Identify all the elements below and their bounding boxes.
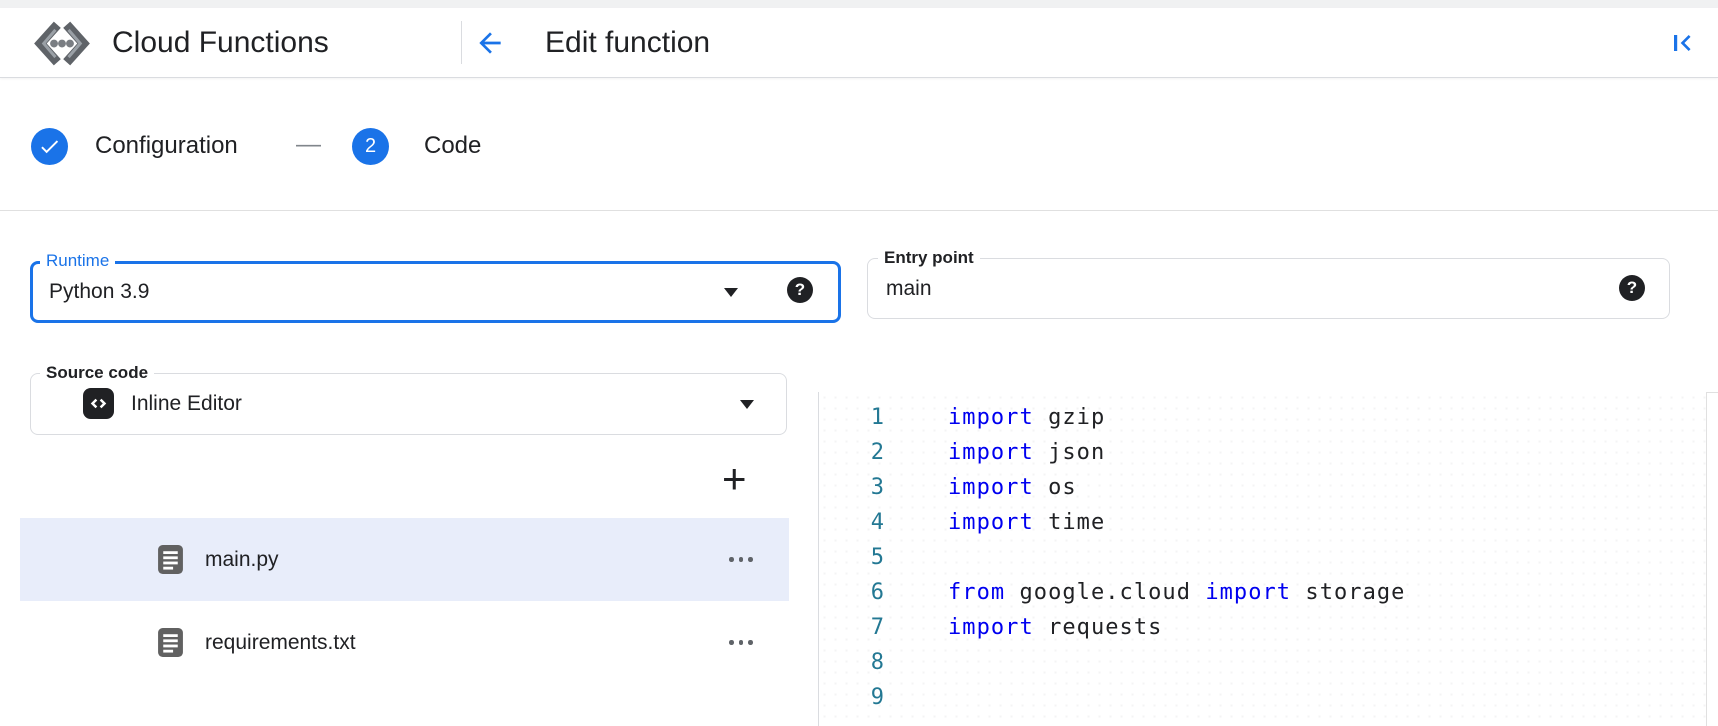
file-name: main.py	[205, 547, 279, 571]
editor-scrollbar[interactable]	[1706, 392, 1718, 726]
collapse-panel-icon	[1674, 35, 1691, 51]
runtime-value: Python 3.9	[49, 280, 150, 303]
step-code[interactable]: 2	[352, 128, 389, 165]
file-icon	[158, 545, 183, 574]
entry-point-label: Entry point	[878, 248, 980, 268]
source-code-value: Inline Editor	[131, 392, 242, 415]
entry-point-value: main	[886, 276, 932, 300]
step-configuration-label[interactable]: Configuration	[95, 132, 238, 159]
source-code-label: Source code	[40, 363, 155, 383]
runtime-select[interactable]: Python 3.9 ?	[30, 261, 841, 323]
dropdown-caret-icon	[740, 400, 754, 409]
code-line: 1 import gzip	[819, 400, 1706, 435]
step-configuration[interactable]	[31, 128, 68, 165]
check-icon	[41, 140, 59, 154]
code-line: 8	[819, 645, 1706, 680]
code-line: 2 import json	[819, 435, 1706, 470]
code-text: import os	[948, 475, 1077, 500]
code-text: import time	[948, 510, 1106, 535]
back-button[interactable]	[474, 27, 506, 59]
file-menu-button[interactable]	[723, 632, 759, 653]
line-number: 8	[870, 650, 885, 675]
more-horiz-icon	[729, 640, 734, 645]
code-icon	[83, 388, 114, 424]
page-title: Edit function	[545, 26, 711, 59]
cloud-functions-logo-icon	[30, 21, 94, 71]
code-text: import requests	[948, 615, 1163, 640]
add-file-button[interactable]: +	[722, 455, 747, 502]
code-line: 7 import requests	[819, 610, 1706, 645]
entry-point-help-button[interactable]: ?	[1619, 275, 1645, 301]
code-line: 4 import time	[819, 505, 1706, 540]
code-text: from google.cloud import storage	[948, 580, 1406, 605]
step-number-badge: 2	[364, 135, 377, 157]
dropdown-caret-icon	[724, 288, 738, 297]
code-line: 5	[819, 540, 1706, 575]
code-lines: 1 import gzip 2 import json 3 import os 4 impor…	[819, 400, 1706, 715]
code-line: 9	[819, 680, 1706, 715]
file-name: requirements.txt	[205, 630, 356, 654]
header-divider	[461, 21, 462, 64]
step-code-label[interactable]: Code	[424, 132, 482, 159]
runtime-label: Runtime	[40, 251, 116, 271]
code-editor[interactable]: 1 import gzip 2 import json 3 import os 4 impor…	[819, 392, 1706, 726]
file-menu-button[interactable]	[723, 549, 759, 570]
code-line: 6 from google.cloud import storage	[819, 575, 1706, 610]
file-row[interactable]: main.py	[20, 518, 789, 601]
line-number: 2	[870, 440, 885, 465]
entry-point-field[interactable]: main ?	[867, 258, 1670, 319]
runtime-help-button[interactable]: ?	[787, 277, 813, 303]
source-code-select[interactable]: Inline Editor	[30, 373, 787, 435]
line-number: 9	[870, 685, 885, 710]
file-icon	[158, 628, 183, 657]
line-number: 3	[870, 475, 885, 500]
editor-divider	[818, 392, 819, 726]
app-bar: Cloud Functions Edit function	[0, 8, 1718, 78]
section-divider	[0, 210, 1718, 211]
line-number: 4	[870, 510, 885, 535]
code-text: import json	[948, 440, 1106, 465]
arrow-back-icon	[479, 32, 501, 54]
code-line: 3 import os	[819, 470, 1706, 505]
line-number: 6	[870, 580, 885, 605]
line-number: 1	[870, 405, 885, 430]
code-text: import gzip	[948, 405, 1106, 430]
line-number: 5	[870, 545, 885, 570]
collapse-panel-button[interactable]	[1666, 27, 1698, 59]
more-horiz-icon	[729, 557, 734, 562]
product-name: Cloud Functions	[112, 26, 329, 59]
line-number: 7	[870, 615, 885, 640]
step-separator: —	[296, 130, 321, 158]
file-row[interactable]: requirements.txt	[20, 601, 789, 684]
